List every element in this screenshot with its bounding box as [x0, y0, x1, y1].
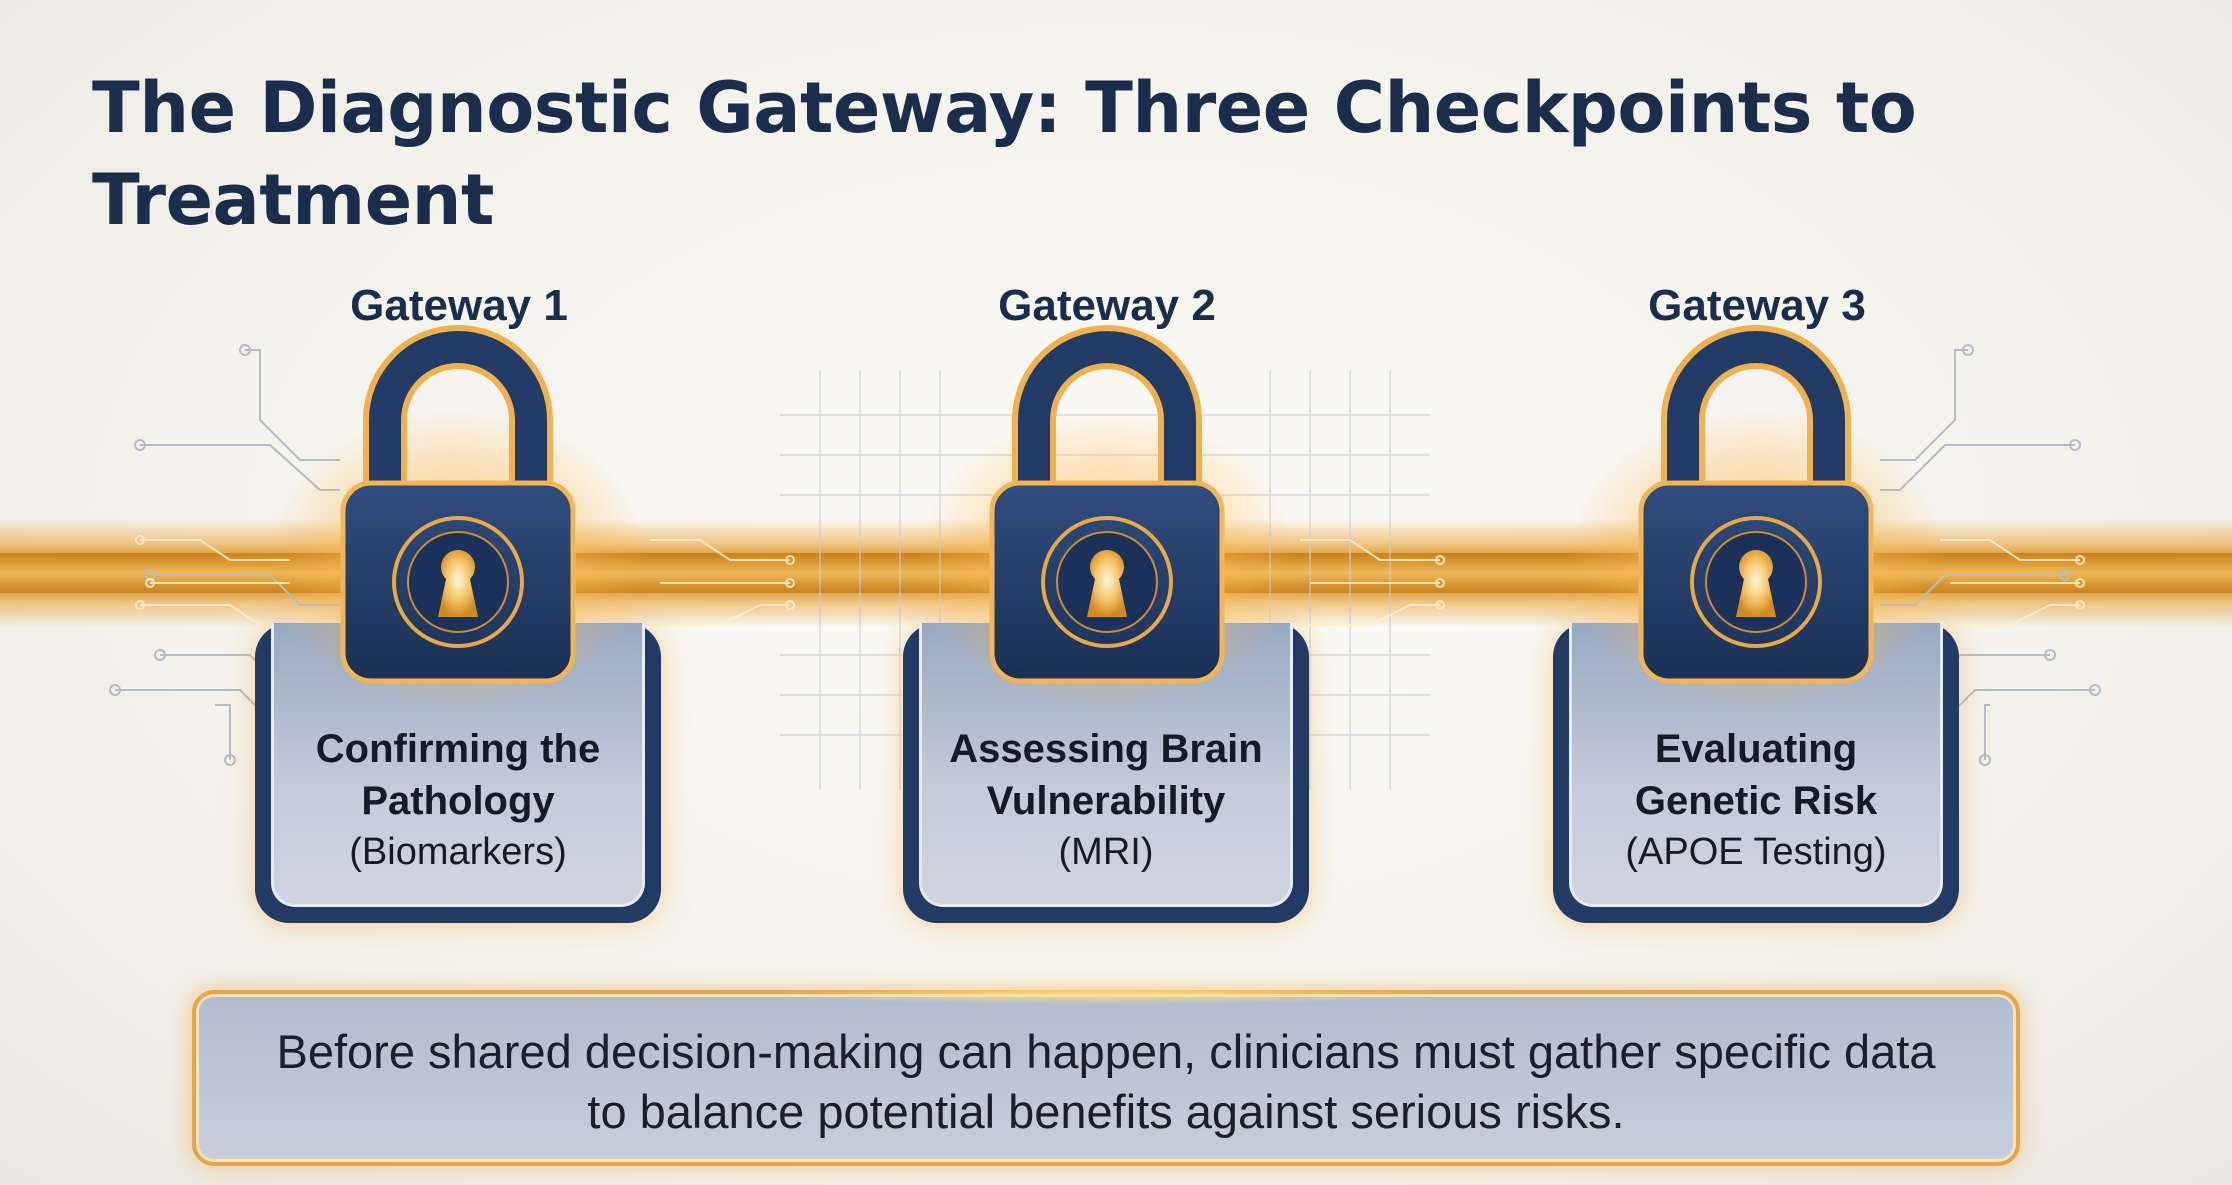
summary-box: Before shared decision-making can happen… [192, 984, 2020, 1166]
gateway-label-3: Gateway 3 [1648, 281, 1866, 330]
gateway-title-3: Evaluating Genetic Risk [1634, 727, 1878, 823]
padlock-icon [1566, 325, 1946, 710]
gateway-label-2: Gateway 2 [998, 281, 1216, 330]
page-title: The Diagnostic Gateway: Three Checkpoint… [92, 67, 1917, 241]
gateway-subtitle-2: (MRI) [1058, 831, 1154, 873]
padlock-icon [268, 325, 648, 710]
gateway-title-2: Assessing Brain Vulnerability [949, 727, 1263, 823]
summary-text: Before shared decision-making can happen… [276, 1025, 1936, 1138]
summary-glow [756, 984, 1456, 1004]
circuit-beam [135, 535, 2085, 626]
gateway-subtitle-1: (Biomarkers) [349, 831, 567, 873]
gateway-card-text: Evaluating Genetic Risk (APOE Testing) [1572, 723, 1940, 877]
gateway-card-3: Evaluating Genetic Risk (APOE Testing) [1553, 623, 1959, 923]
gateway-title-1: Confirming the Pathology [315, 727, 601, 823]
gateway-card-text: Assessing Brain Vulnerability (MRI) [922, 723, 1290, 877]
gateway-subtitle-3: (APOE Testing) [1625, 831, 1887, 873]
gateway-card-text: Confirming the Pathology (Biomarkers) [274, 723, 642, 877]
padlock-icon [917, 325, 1297, 710]
gateway-label-1: Gateway 1 [350, 281, 568, 330]
